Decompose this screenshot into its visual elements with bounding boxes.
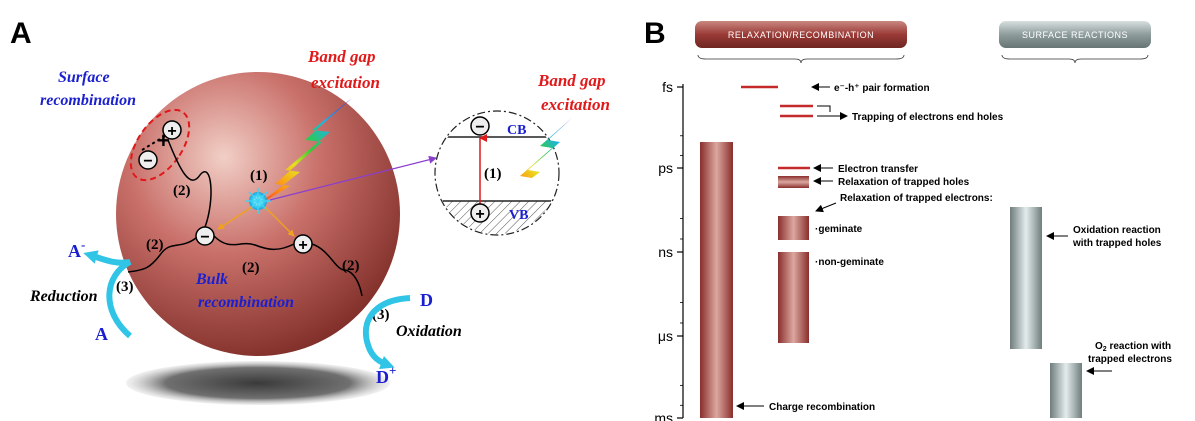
header-surface-reactions: SURFACE REACTIONS	[999, 21, 1151, 64]
geminate-label: ·geminate	[815, 224, 863, 235]
svg-text:−: −	[475, 119, 484, 136]
charge-recombination-bar	[700, 142, 733, 418]
step-1-label: (1)	[250, 168, 268, 184]
pair-formation-label: e⁻-h⁺ pair formation	[834, 83, 930, 94]
time-axis-label: fs	[662, 79, 673, 95]
inset-pointer-arrow	[269, 155, 437, 201]
time-axis-label: ns	[658, 244, 673, 260]
inset-electron-symbol: −	[470, 116, 490, 136]
step-2-label-oxidation: (2)	[342, 258, 360, 274]
relax-electrons-label: Relaxation of trapped electrons:	[840, 193, 993, 204]
svg-text:+: +	[475, 206, 484, 223]
surface-electron-symbol: −	[138, 150, 158, 170]
surface-to-electron-path	[167, 139, 212, 228]
svg-text:SURFACE REACTIONS: SURFACE REACTIONS	[1022, 30, 1128, 40]
d-label: D	[420, 290, 433, 310]
excitation-center-icon	[245, 188, 271, 214]
panel-a-letter: A	[10, 17, 32, 50]
electron-transfer-label: Electron transfer	[838, 164, 918, 175]
oxidation-arrow	[362, 295, 411, 370]
bulk-hole-symbol: +	[293, 234, 313, 254]
hole-to-surface-path	[311, 243, 363, 297]
step-2-label-surface: (2)	[173, 183, 191, 199]
a-minus-label: A-	[68, 237, 85, 261]
oxidation-reaction-label: Oxidation reaction with trapped holes	[1072, 225, 1164, 249]
panel-a: A Surface recombination + − + Band gap e…	[10, 17, 610, 405]
step-2-label-reduction: (2)	[146, 237, 164, 253]
header-relaxation-recombination: RELAXATION/RECOMBINATION	[695, 21, 907, 64]
trapping-label: Trapping of electrons end holes	[852, 112, 1004, 123]
svg-text:−: −	[143, 153, 152, 170]
charge-recombination-label: Charge recombination	[769, 402, 875, 413]
d-plus-label: D+	[376, 363, 396, 387]
relaxation-holes-bar	[778, 176, 809, 188]
sphere-shadow	[126, 361, 390, 405]
relax-holes-label: Relaxation of trapped holes	[838, 177, 970, 188]
time-axis-label: μs	[658, 328, 673, 344]
time-axis-label: ms	[654, 410, 673, 421]
reduction-label: Reduction	[29, 288, 98, 305]
a-label: A	[95, 324, 108, 344]
panel-b: B RELAXATION/RECOMBINATION SURFACE REACT…	[644, 17, 1174, 421]
surface-hole-symbol: +	[162, 120, 182, 140]
time-axis-label: ps	[658, 160, 673, 176]
surface-recombination-outline	[129, 108, 191, 182]
bulk-electron-symbol: −	[195, 226, 215, 246]
band-diagram-inset: − + CB VB (1)	[434, 110, 560, 236]
non-geminate-bar	[778, 252, 809, 343]
bulk-recombination-label: Bulk recombination	[195, 271, 294, 311]
cb-label: CB	[507, 123, 526, 138]
step-3-label-reduction: (3)	[116, 279, 134, 295]
electron-to-surface-path	[127, 237, 197, 273]
inset-step-1-label: (1)	[484, 166, 502, 182]
svg-text:+: +	[167, 123, 176, 140]
svg-text:+: +	[298, 237, 307, 254]
hole-path-arrow	[264, 206, 295, 237]
time-axis-ticks: fs ps ns μs ms	[654, 79, 683, 421]
non-geminate-label: ·non-geminate	[815, 257, 884, 268]
step-2-label-bulk: (2)	[242, 260, 260, 276]
bulk-recombination-path	[213, 235, 295, 251]
band-gap-excitation-label: Band gap excitation	[307, 47, 380, 92]
o2-reaction-label: O2 reaction with trapped electrons	[1088, 341, 1174, 365]
geminate-bar	[778, 216, 809, 240]
relax-electrons-pointer	[815, 202, 837, 213]
svg-text:−: −	[200, 229, 209, 246]
inset-band-gap-excitation-label: Band gap excitation	[537, 71, 610, 114]
o2-reaction-bar	[1050, 363, 1082, 418]
svg-text:RELAXATION/RECOMBINATION: RELAXATION/RECOMBINATION	[728, 30, 874, 40]
surface-recombination-label: Surface recombination	[40, 69, 136, 109]
oxidation-reaction-bar	[1010, 207, 1042, 349]
oxidation-label: Oxidation	[396, 323, 462, 340]
recombination-dash-line	[141, 127, 179, 151]
electron-path-arrow	[217, 206, 253, 230]
vb-label: VB	[509, 208, 528, 223]
panel-b-letter: B	[644, 17, 666, 50]
trapping-pointer	[817, 105, 847, 116]
inset-hole-symbol: +	[470, 203, 490, 223]
reduction-arrow	[83, 250, 133, 339]
